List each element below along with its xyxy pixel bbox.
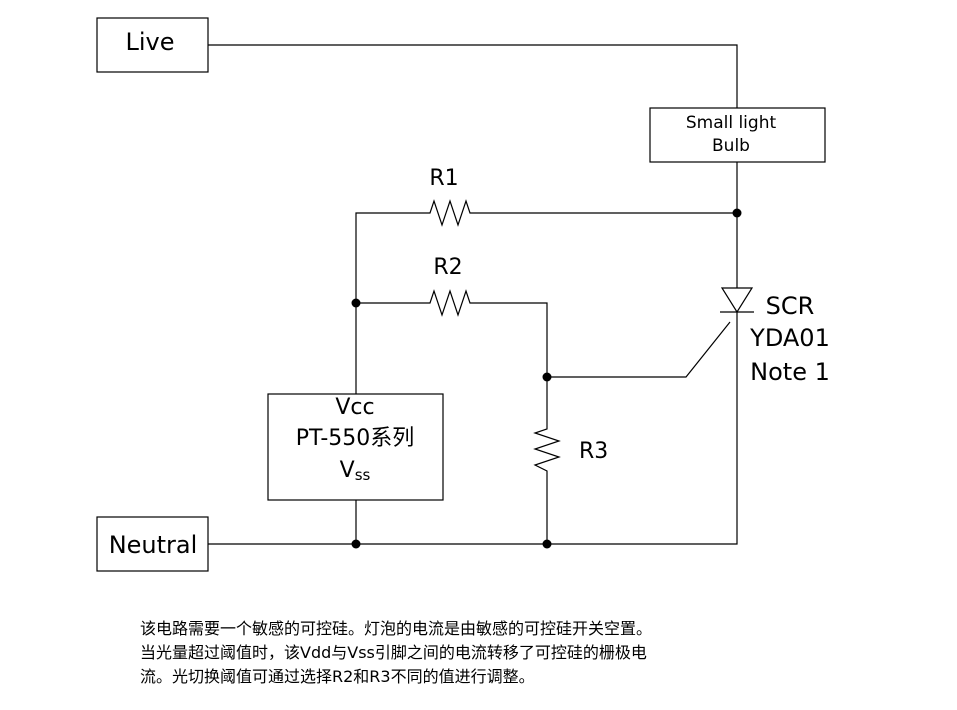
scr-triangle	[720, 287, 754, 314]
resistor-r2-symbol	[423, 289, 475, 317]
caption-line-2: 当光量超过阈值时，该Vdd与Vss引脚之间的电流转移了可控硅的栅极电	[140, 643, 647, 662]
resistor-r3-symbol	[533, 424, 561, 476]
neutral-terminal: Neutral	[96, 516, 209, 572]
live-terminal: Live	[96, 17, 209, 73]
r2-label: R2	[433, 255, 462, 280]
junction-vss	[351, 539, 361, 549]
junction-r2-left	[351, 298, 361, 308]
wires	[208, 44, 738, 545]
scr-symbol	[720, 287, 754, 314]
r3-label: R3	[579, 439, 608, 464]
caption-note: 该电路需要一个敏感的可控硅。灯泡的电流是由敏感的可控硅开关空置。 当光量超过阈值…	[140, 617, 780, 689]
wire-live	[208, 44, 738, 108]
resistor-r1-symbol	[423, 199, 475, 227]
sensor-vss-label: Vss	[340, 458, 371, 484]
wire-r2-right	[475, 302, 548, 377]
caption-line-1: 该电路需要一个敏感的可控硅。灯泡的电流是由敏感的可控硅开关空置。	[140, 619, 653, 638]
wire-r1-left	[355, 212, 423, 303]
sensor-vcc-label: Vcc	[335, 395, 374, 420]
scr-label-line3: Note 1	[750, 358, 830, 386]
sensor-vss-main: V	[340, 458, 355, 483]
bulb-label-line2: Bulb	[712, 136, 750, 156]
sensor-box: Vcc PT-550系列 Vss	[267, 393, 444, 501]
caption-line-3: 流。光切换阈值可通过选择R2和R3不同的值进行调整。	[140, 667, 535, 686]
sensor-model-label: PT-550系列	[296, 426, 415, 451]
bulb-label-line1: Small light	[686, 113, 777, 133]
wire-gate	[547, 321, 731, 378]
live-label: Live	[125, 28, 174, 56]
bulb-box: Small light Bulb	[649, 107, 826, 163]
junction-r3-bottom	[542, 539, 552, 549]
neutral-label: Neutral	[109, 531, 198, 559]
junctions	[351, 208, 742, 549]
wire-scr-cathode	[547, 312, 738, 545]
junction-r1-right	[732, 208, 742, 218]
r1-label: R1	[429, 166, 458, 191]
junction-gate	[542, 372, 552, 382]
scr-label-line1: SCR	[766, 292, 815, 320]
sensor-vss-sub: ss	[355, 466, 371, 484]
scr-label-line2: YDA01	[749, 324, 830, 352]
